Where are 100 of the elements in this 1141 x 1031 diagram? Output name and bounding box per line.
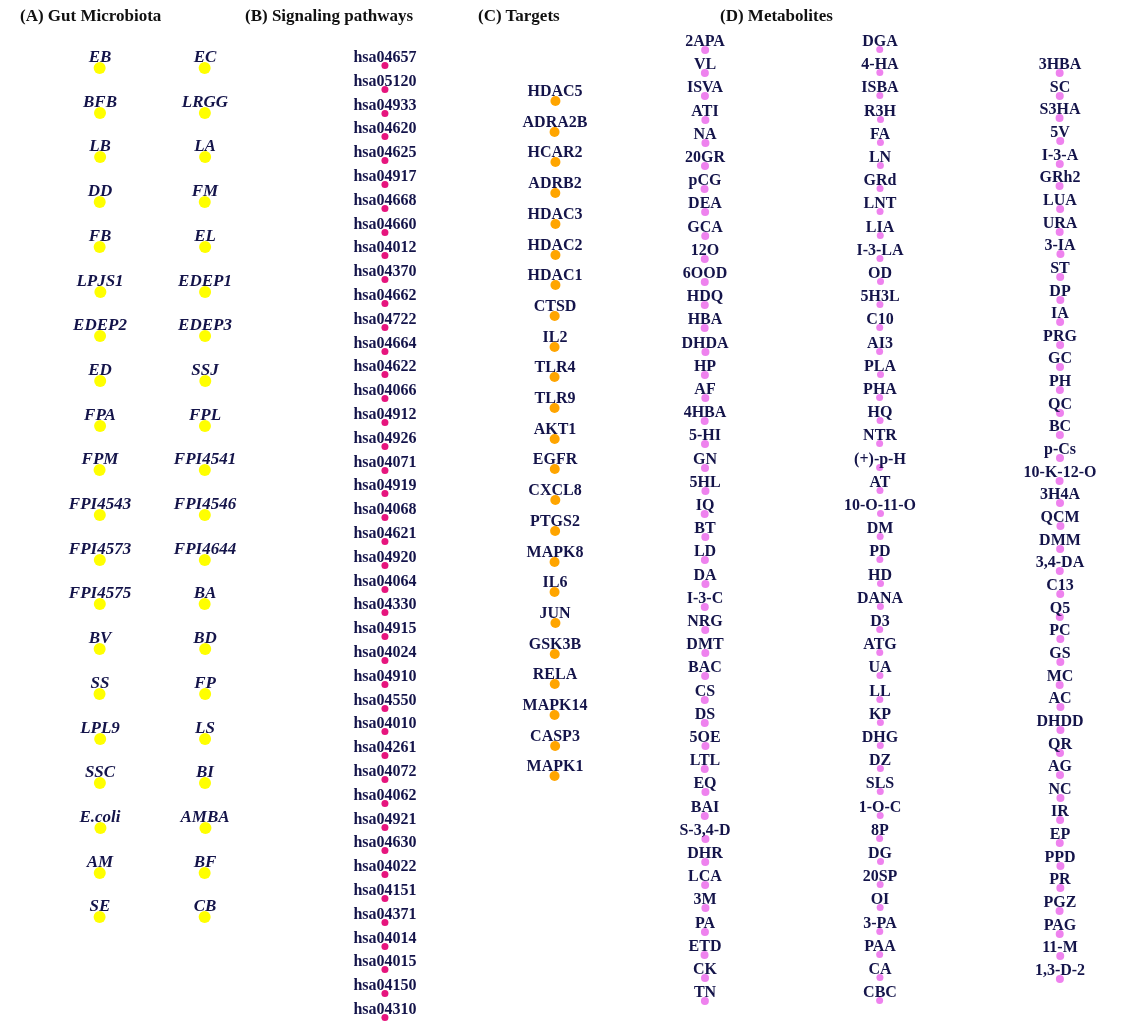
node-label: FPI4573 — [68, 539, 132, 557]
node-label: DD — [87, 182, 113, 200]
node-label: MAPK1 — [526, 757, 584, 775]
node-label: LNT — [863, 194, 897, 212]
network-node — [693, 983, 717, 1006]
node-label: UA — [868, 658, 892, 676]
network-node — [1049, 621, 1071, 644]
network-node — [1040, 508, 1080, 530]
node-label: AKT1 — [533, 419, 577, 437]
network-node — [685, 148, 725, 170]
network-node — [193, 584, 217, 611]
network-node — [173, 450, 237, 477]
network-node — [87, 182, 113, 209]
node-label: FPI4543 — [68, 495, 132, 512]
network-node — [193, 48, 217, 74]
node-label: FP — [194, 673, 216, 691]
node-label: PLA — [864, 356, 896, 374]
node-label: hsa04062 — [353, 785, 417, 803]
node-label: LCA — [688, 867, 722, 885]
network-node — [693, 960, 717, 982]
node-label: AM — [86, 852, 114, 870]
node-label: hsa04022 — [353, 857, 417, 875]
network-node — [1048, 349, 1072, 372]
node-label: EDEP3 — [178, 316, 232, 334]
node-label: CTSD — [533, 296, 577, 314]
node-label: hsa05120 — [353, 71, 417, 89]
network-node — [191, 182, 219, 209]
node-label: hsa04915 — [353, 619, 417, 637]
node-label: DHDD — [1036, 711, 1084, 729]
node-label: Q5 — [1049, 598, 1071, 616]
network-node — [694, 519, 716, 542]
node-label: hsa04150 — [353, 976, 417, 994]
node-label: ETD — [688, 936, 722, 954]
node-label: hsa04371 — [353, 904, 417, 922]
node-label: BA — [193, 584, 217, 602]
node-label: KP — [868, 704, 892, 722]
node-label: LD — [693, 542, 717, 560]
network-node — [688, 658, 722, 681]
node-label: LPJS1 — [76, 271, 124, 289]
node-label: HDAC1 — [527, 266, 583, 284]
node-label: CXCL8 — [528, 481, 582, 499]
node-label: SSJ — [191, 360, 219, 378]
node-label: DS — [694, 704, 716, 722]
node-label: VL — [693, 55, 717, 73]
node-label: 5-HI — [689, 426, 721, 444]
node-label: GS — [1049, 643, 1071, 661]
node-label: IA — [1051, 304, 1069, 322]
node-label: 4-HA — [861, 55, 899, 73]
node-label: BAI — [690, 797, 720, 815]
node-label: DA — [693, 565, 717, 583]
node-label: TLR4 — [534, 358, 576, 376]
node-label: SS — [90, 673, 110, 691]
network-node — [1035, 553, 1085, 576]
node-label: HBA — [687, 310, 723, 328]
node-label: hsa04550 — [353, 690, 417, 708]
node-label: SLS — [865, 774, 895, 792]
node-label: hsa04910 — [353, 666, 417, 684]
node-label: hsa04660 — [353, 214, 417, 232]
network-node — [682, 264, 728, 286]
node-label: EC — [193, 48, 217, 65]
node-label: 12O — [690, 240, 720, 258]
node-label: DM — [866, 519, 894, 537]
node-label: CK — [693, 960, 717, 977]
node-label: SSC — [84, 763, 116, 781]
node-label: DP — [1049, 281, 1071, 299]
node-label: 6OOD — [682, 264, 728, 281]
node-label: LPL9 — [80, 718, 120, 736]
node-label: SE — [89, 897, 111, 915]
node-label: hsa04068 — [353, 500, 417, 518]
network-node — [1051, 802, 1069, 825]
network-node — [686, 287, 724, 310]
network-node — [68, 584, 132, 611]
network-node — [526, 757, 584, 782]
network-node — [1048, 372, 1072, 395]
node-label: OD — [868, 264, 892, 281]
node-label: DGA — [862, 32, 898, 49]
node-label: FB — [88, 226, 112, 244]
node-label: OI — [870, 890, 890, 908]
node-label: PD — [869, 542, 891, 560]
node-label: AC — [1048, 689, 1072, 707]
node-label: hsa04330 — [353, 595, 417, 613]
node-label: 10-K-12-O — [1023, 462, 1097, 480]
column-heading: (C) Targets — [478, 6, 560, 26]
node-label: DHDA — [681, 333, 729, 351]
network-node — [527, 266, 583, 291]
network-node — [89, 137, 111, 164]
node-label: S-3,4-D — [679, 820, 731, 838]
network-node — [173, 495, 237, 521]
network-node — [89, 897, 111, 924]
node-label: PAG — [1043, 915, 1077, 933]
node-label: AG — [1048, 757, 1072, 775]
network-node — [686, 78, 724, 101]
node-label: GC — [1048, 349, 1072, 367]
node-label: IR — [1051, 802, 1069, 820]
node-label: 5OE — [689, 728, 721, 745]
node-label: hsa04012 — [353, 238, 417, 256]
network-node — [1038, 55, 1082, 77]
node-label: AF — [694, 380, 716, 397]
node-label: MAPK8 — [526, 542, 584, 560]
node-label: FPL — [188, 405, 222, 423]
